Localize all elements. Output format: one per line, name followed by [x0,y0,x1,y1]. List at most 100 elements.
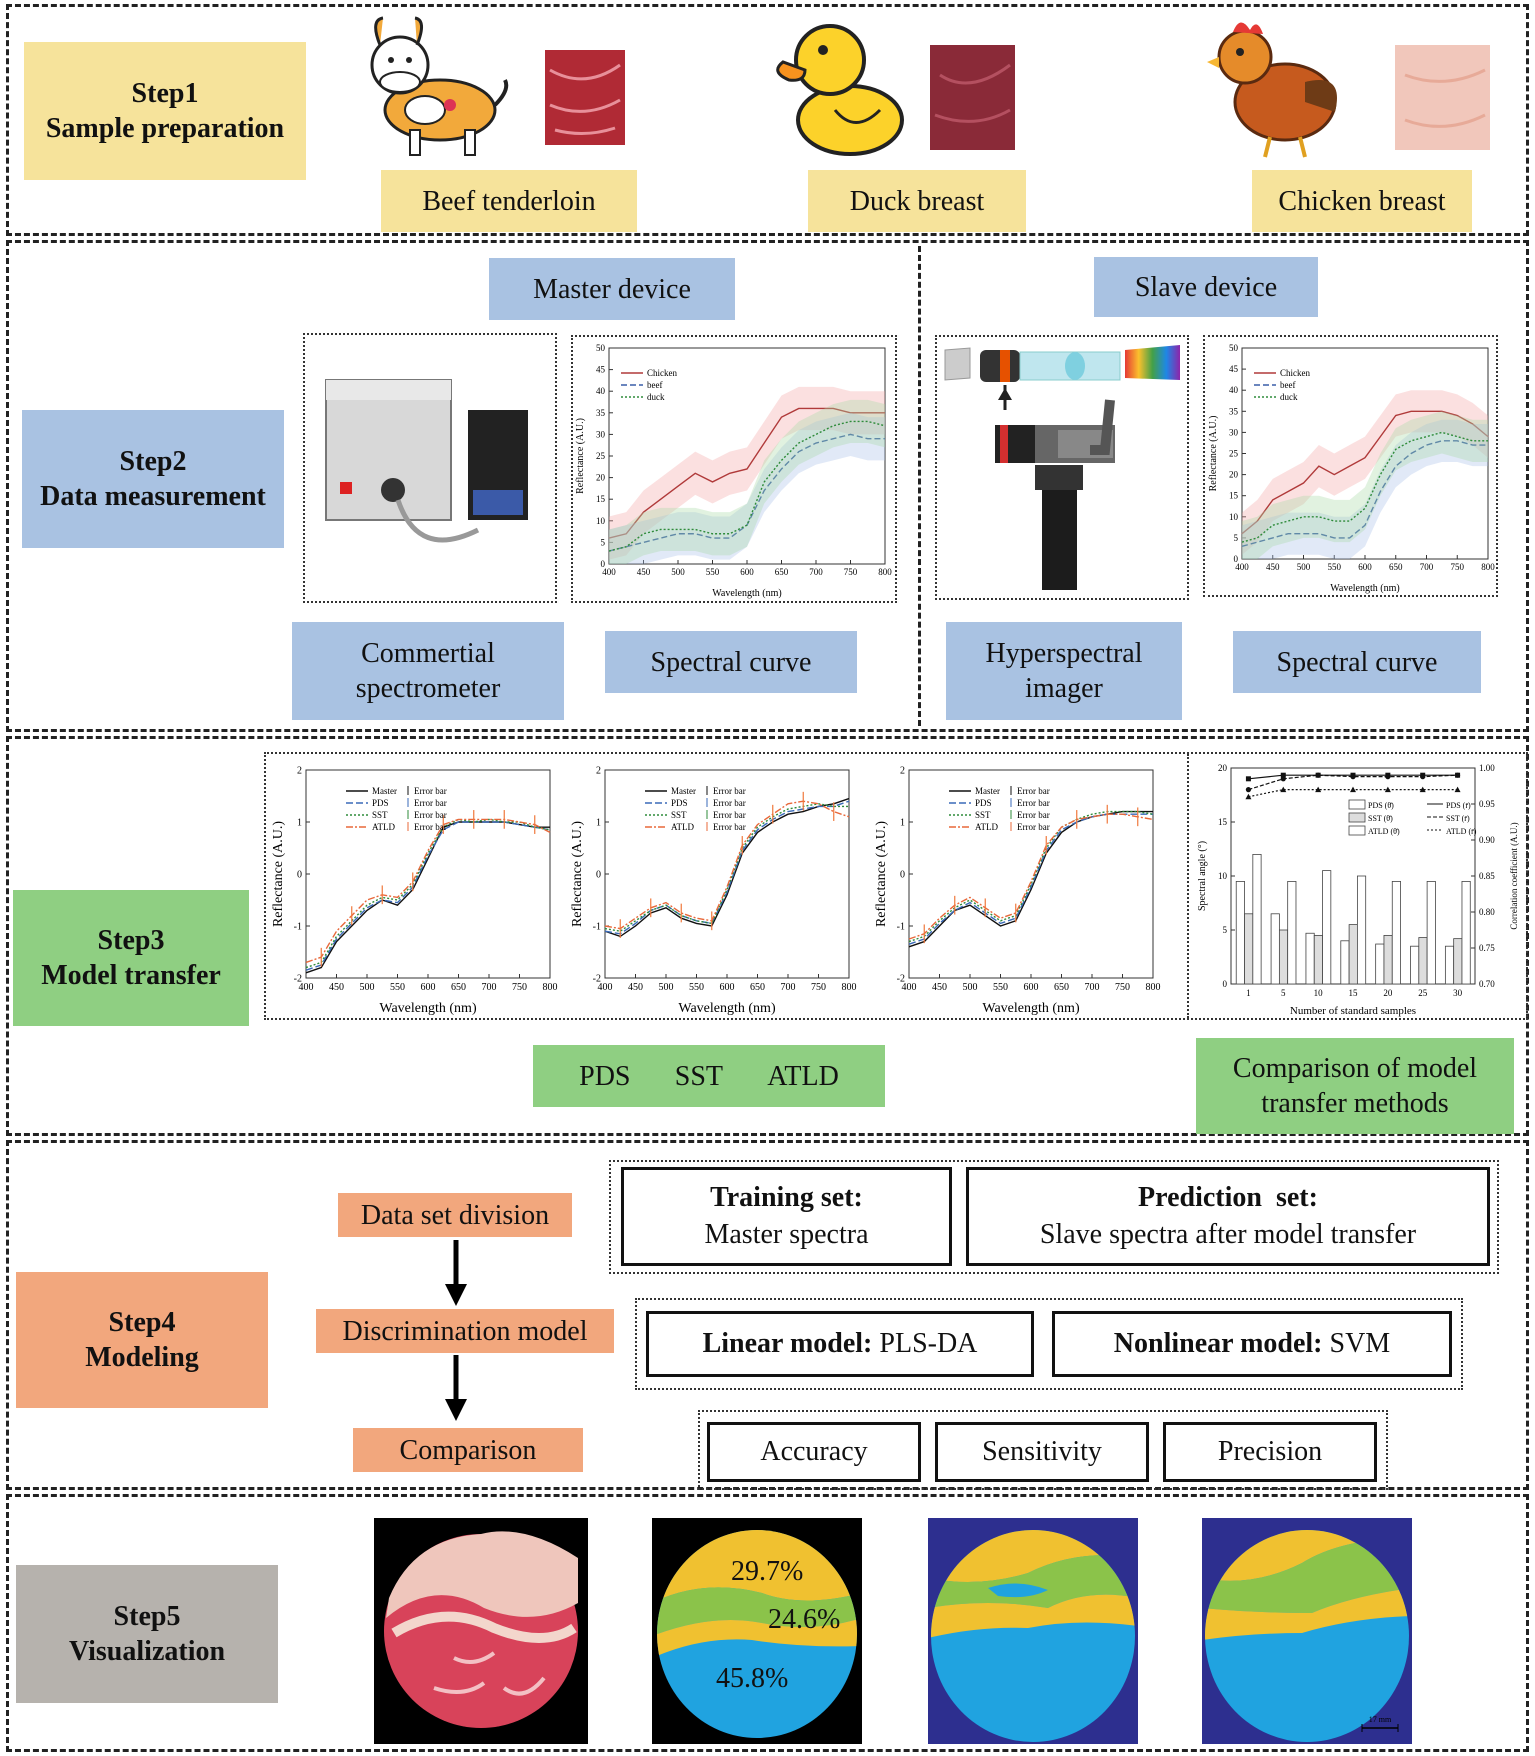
x-tick-label: 700 [1085,982,1100,993]
x-tick-label: 600 [421,982,436,993]
comparison-line1: Comparison of model [1232,1053,1478,1084]
metric-sensitivity: Sensitivity [935,1422,1149,1482]
model-group [635,1298,1463,1390]
legend-label: PDS [975,798,992,808]
y-axis-label: Spectral angle (°) [1197,841,1208,911]
step3-title: Step3 [97,925,165,956]
x-tick-label: 650 [451,982,466,993]
y-tick-label: 45 [596,365,606,375]
flow-discrimination-model: Discrimination model [316,1309,614,1353]
x-tick-label: 450 [628,982,643,993]
series-line-Master [604,797,850,938]
y2-tick-label: 0.85 [1479,871,1495,881]
step4-label: Step4 Modeling [16,1272,268,1408]
x-tick-label: 650 [1389,562,1403,572]
y-tick-label: 50 [1229,343,1239,353]
bar-PDS (θ̄) [1235,881,1245,985]
x-tick-label: 700 [1420,562,1434,572]
y-tick-label: 20 [596,473,606,483]
master-chart-frame [571,335,897,603]
x-tick-label: 500 [1297,562,1311,572]
legend-errorbar-label: Error bar [1017,798,1050,808]
marker [1384,786,1391,793]
x-tick-label: 550 [390,982,405,993]
chicken-illustration [1207,22,1337,158]
y-tick-label: 0 [1234,554,1239,564]
legend-errorbar-label: Error bar [713,786,746,796]
bar-PDS (θ̄) [1340,940,1350,985]
marker [1454,786,1461,793]
y-tick-label: -2 [897,973,905,984]
step1-label: Step1 Sample preparation [24,42,306,180]
step1-subtitle: Sample preparation [45,113,285,144]
x-axis-label: Wavelength (nm) [1330,583,1399,594]
marker [1350,786,1356,793]
series-line-SST [604,803,849,932]
y2-tick-label: 0.95 [1479,799,1495,809]
x-tick-label: 750 [1115,982,1130,993]
y-tick-label: 1 [596,817,601,828]
y-tick-label: 30 [1229,427,1239,437]
x-tick-label: 15 [1349,988,1359,998]
y-tick-label: 30 [596,429,606,439]
commercial-line2: spectrometer [355,673,501,704]
bar-ATLD (θ̄) [1252,854,1262,985]
legend-label: SST [975,810,991,820]
step4-subtitle: Modeling [85,1342,199,1373]
y-tick-label: 2 [596,765,601,776]
linear-model-title: Linear model: [702,1327,873,1359]
marker [1420,774,1426,780]
classification-map-a [928,1518,1138,1744]
legend-label: ATLD [671,822,694,832]
y-tick-label: 20 [1229,470,1239,480]
x-axis-label: Number of standard samples [1290,1005,1416,1017]
y-tick-label: 35 [596,408,606,418]
y-tick-label: 15 [596,494,606,504]
spectrometer-photo [325,379,528,543]
bar-ATLD (θ̄) [1391,881,1401,985]
y-tick-label: 0 [601,559,606,569]
x-tick-label: 600 [740,567,754,577]
y-tick-label: 10 [1229,512,1239,522]
x-axis-label: Wavelength (nm) [982,1001,1080,1016]
training-set-box: Training set: Master spectra [621,1167,952,1266]
x-tick-label: 400 [1235,562,1249,572]
training-set-value: Master spectra [704,1218,869,1250]
linear-model-value: PLS-DA [872,1327,978,1359]
y-tick-label: 5 [1223,925,1228,935]
marker [1280,786,1287,793]
y2-tick-label: 0.90 [1479,835,1495,845]
y-tick-label: 5 [1234,533,1239,543]
bar-SST (θ̄) [1418,937,1428,985]
y-tick-label: 20 [1218,763,1228,773]
x-tick-label: 650 [1054,982,1069,993]
legend-label: SST (θ̄) [1368,814,1393,823]
y-tick-label: 10 [596,516,606,526]
marker [1245,787,1252,793]
beef-sample-photo [545,50,625,145]
y-tick-label: 25 [596,451,606,461]
legend-errorbar-label: Error bar [414,798,447,808]
x-tick-label: 400 [602,567,616,577]
x-tick-label: 800 [878,567,892,577]
step2-subtitle: Data measurement [40,481,266,512]
legend-label: SST (r̄) [1446,814,1470,823]
y2-tick-label: 0.75 [1479,943,1495,953]
method-comparison-chart: 051015200.700.750.800.850.900.951.00Numb… [1197,763,1519,1017]
flow-data-set-division: Data set division [338,1193,572,1237]
x-tick-label: 400 [598,982,613,993]
y-tick-label: 2 [900,765,905,776]
x-tick-label: 750 [512,982,527,993]
bar-ATLD (θ̄) [1426,881,1436,985]
series-line-PDS [604,800,850,935]
bar-SST (θ̄) [1244,913,1254,985]
step4-title: Step4 [108,1307,176,1338]
comparison-methods-label: Comparison of model transfer methods [1196,1038,1514,1134]
legend-label: Master [372,786,397,796]
y-tick-label: 25 [1229,449,1239,459]
x-tick-label: 450 [637,567,651,577]
y-tick-label: -1 [294,921,302,932]
series-line-duck [608,420,886,552]
flow-arrow-1 [445,1240,467,1306]
transfer-methods-label: PDS SST ATLD [533,1045,885,1107]
